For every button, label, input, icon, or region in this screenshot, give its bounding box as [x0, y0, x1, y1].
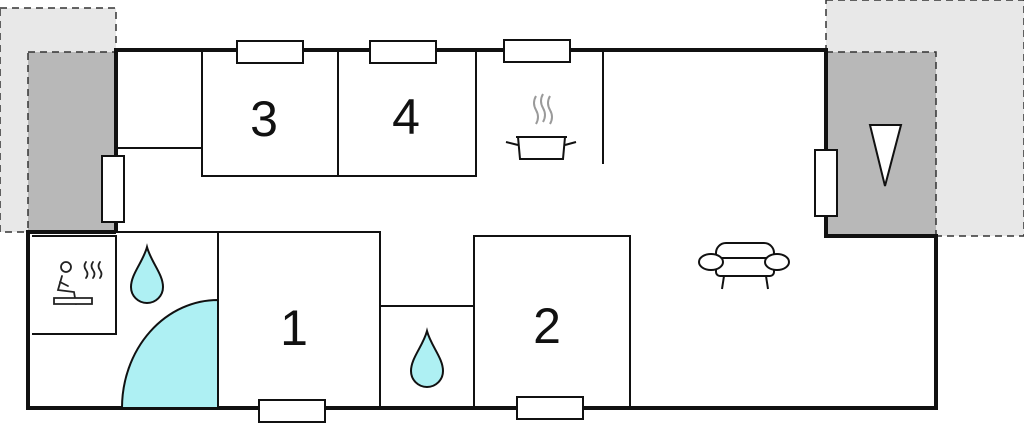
terrace-left — [0, 7, 117, 233]
room-1-label: 1 — [280, 300, 308, 356]
window — [814, 149, 838, 217]
sauna-icon — [53, 261, 103, 305]
terrace-right — [825, 0, 1024, 237]
window — [516, 396, 584, 420]
window — [236, 40, 304, 64]
window — [369, 40, 437, 64]
room-3-label: 3 — [250, 91, 278, 147]
building-floor — [28, 50, 936, 408]
water-drop-icon — [409, 327, 445, 388]
exterior-walls — [26, 48, 938, 410]
room-4-label: 4 — [392, 89, 420, 145]
water-drop-icon — [129, 243, 165, 304]
window — [258, 399, 326, 423]
window — [101, 155, 125, 223]
cooking-pot-icon — [505, 93, 577, 160]
room-2-label: 2 — [533, 298, 561, 354]
windows — [101, 39, 838, 423]
compass-icon — [868, 124, 903, 187]
sofa-icon — [698, 242, 790, 290]
shower-area — [120, 298, 219, 409]
window — [503, 39, 571, 63]
